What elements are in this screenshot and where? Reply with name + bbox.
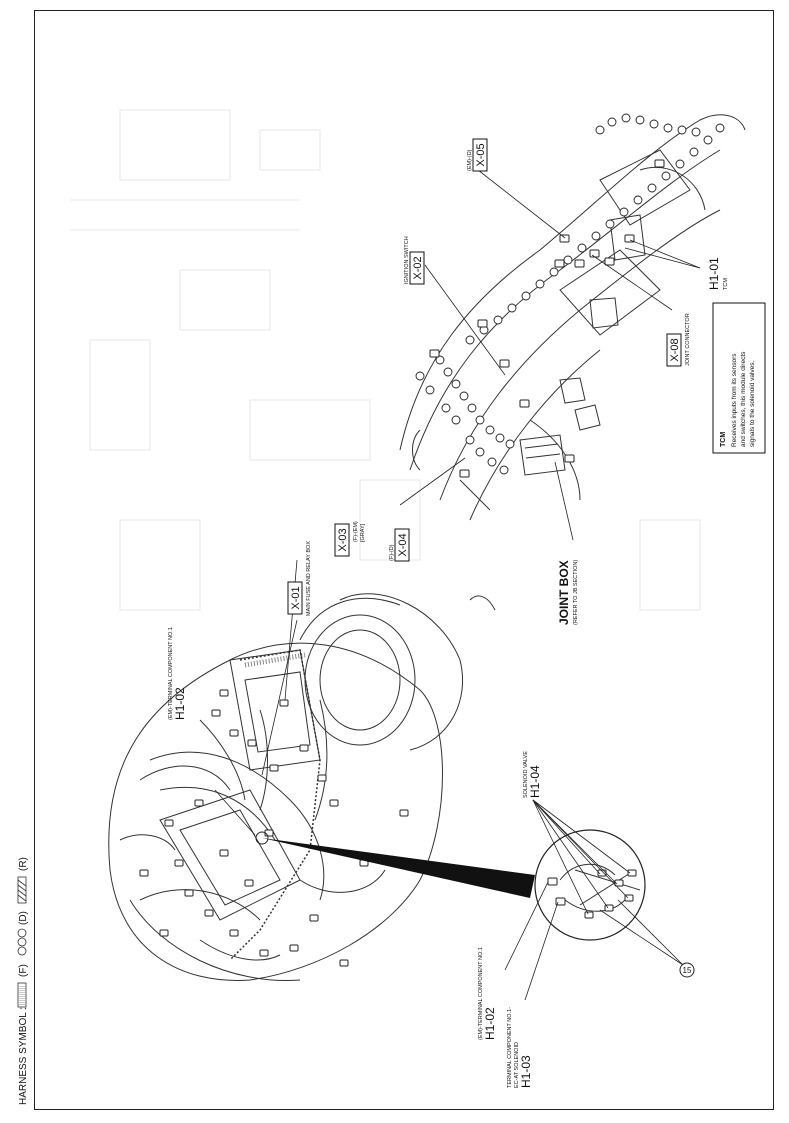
- h1-02-bottom-sub: (EM)-TERMINAL COMPONENT NO.1: [478, 947, 484, 1040]
- front-harness-run: [229, 649, 321, 961]
- page-border: [34, 10, 774, 1110]
- tcm-note-box: [712, 302, 766, 454]
- symbol-f-swatch: [17, 982, 27, 1008]
- symbol-r-label: (R): [18, 857, 29, 871]
- h1-03-code: H1-03: [519, 1055, 533, 1088]
- x-08-code: X-08: [669, 338, 681, 361]
- h1-01-name: TCM: [723, 278, 729, 290]
- symbol-f-label: (F): [18, 964, 29, 977]
- x-04-sub: (F)-(D): [389, 544, 395, 561]
- h1-02-bottom-code: H1-02: [483, 1007, 497, 1040]
- x-08-box: [666, 333, 682, 367]
- instrument-panel: [399, 114, 746, 611]
- symbol-d-label: (D): [18, 911, 29, 925]
- tcm-note: TCM Receives inputs from its sensors and…: [712, 302, 766, 454]
- x-03-code: X-03: [337, 528, 349, 551]
- x-03-sub: (F)-(EM): [353, 521, 359, 542]
- x-05-box: [472, 138, 488, 172]
- h1-03-sub: TERMINAL COMPONENT NO.1-: [507, 1007, 513, 1088]
- x-02-box: [409, 251, 425, 285]
- harness-symbol-label: HARNESS SYMBOL :: [18, 1007, 29, 1105]
- x-03-box: [334, 523, 350, 557]
- h1-02-top-code: H1-02: [173, 687, 187, 720]
- tcm-note-line2: and switches, this module directs: [740, 351, 747, 447]
- solenoid-zoom-circle: [534, 829, 646, 941]
- x-08-name: JOINT CONNECTOR: [685, 313, 691, 366]
- x-04-code: X-04: [397, 533, 409, 556]
- h1-02-top-sub: (EM)-TERMINAL COMPONENT NO.1: [168, 627, 174, 720]
- symbol-r-swatch: [17, 876, 27, 904]
- engine-compartment: [108, 593, 464, 981]
- x-02-code: X-02: [412, 256, 424, 279]
- tcm-note-line3: signals to the solenoid valves.: [749, 360, 756, 447]
- x-02-name: IGNITION SWITCH: [404, 236, 410, 284]
- x-03-sub2: [GRAY]: [360, 523, 366, 542]
- background-ghost: [70, 109, 701, 611]
- x-05-code: X-05: [475, 143, 487, 166]
- tcm-note-line1: Receives inputs from its sensors: [731, 353, 738, 447]
- x-01-code: X-01: [290, 586, 302, 609]
- harness-symbol-legend: HARNESS SYMBOL : (F) (D) (R): [17, 857, 29, 1105]
- h1-01-code: H1-01: [707, 257, 721, 290]
- joint-box-code: JOINT BOX: [557, 560, 571, 625]
- engine-connectors: [139, 689, 409, 967]
- reference-number-15: [679, 962, 695, 978]
- h1-04-name: SOLENOID VALVE: [523, 751, 529, 798]
- callout-leaders: [214, 169, 701, 1001]
- zoom-pointer: [262, 838, 535, 898]
- tcm-note-title: TCM: [720, 432, 727, 447]
- reference-number-15-text: 15: [683, 966, 692, 975]
- joint-box-sub: (REFER TO JB SECTION): [573, 560, 579, 625]
- h1-04-leaders: [532, 799, 631, 915]
- x-01-name: MAIN FUSE AND RELAY BOX: [306, 541, 312, 616]
- h1-03-sub2: EC-AT SOLENOID: [514, 1042, 520, 1088]
- dash-connectors: [429, 159, 665, 478]
- dash-harness-ring: [415, 113, 725, 475]
- h1-04-code: H1-04: [528, 765, 542, 798]
- symbol-d-swatch: [17, 928, 27, 956]
- x-04-box: [394, 528, 410, 562]
- x-01-box: [287, 581, 303, 615]
- x-05-sub: (EM)-(D): [467, 149, 473, 171]
